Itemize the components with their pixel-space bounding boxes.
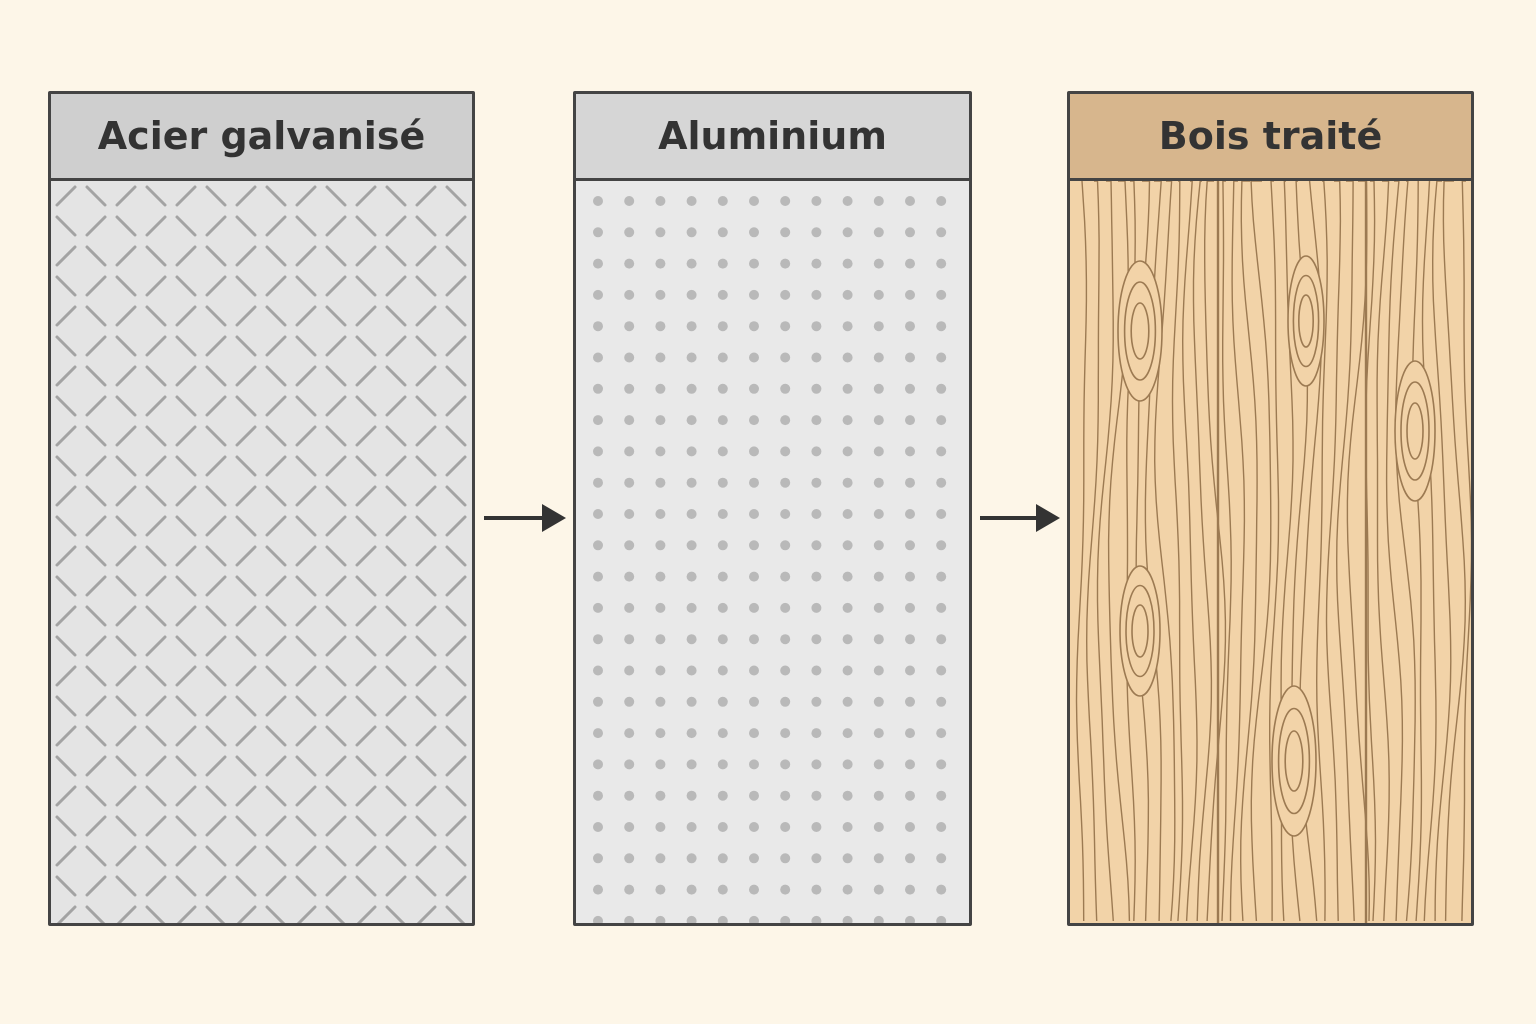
- perforated-dots-icon: [593, 196, 947, 923]
- arrow-right-icon: [980, 504, 1060, 532]
- perforated-texture: [576, 181, 969, 923]
- panel-title-aluminium: Aluminium: [576, 94, 969, 181]
- panel-title-treated-wood: Bois traité: [1070, 94, 1471, 181]
- wood-grain-icon: [1075, 181, 1471, 923]
- panel-galvanized-steel: Acier galvanisé: [48, 91, 475, 926]
- panel-title-galvanized-steel: Acier galvanisé: [51, 94, 472, 181]
- arrow-right-icon: [484, 504, 566, 532]
- diamond-plate-icon: [55, 185, 467, 923]
- panel-treated-wood: Bois traité: [1067, 91, 1474, 926]
- wood-grain-texture: [1070, 181, 1471, 923]
- diamond-plate-texture: [51, 181, 472, 923]
- panel-aluminium: Aluminium: [573, 91, 972, 926]
